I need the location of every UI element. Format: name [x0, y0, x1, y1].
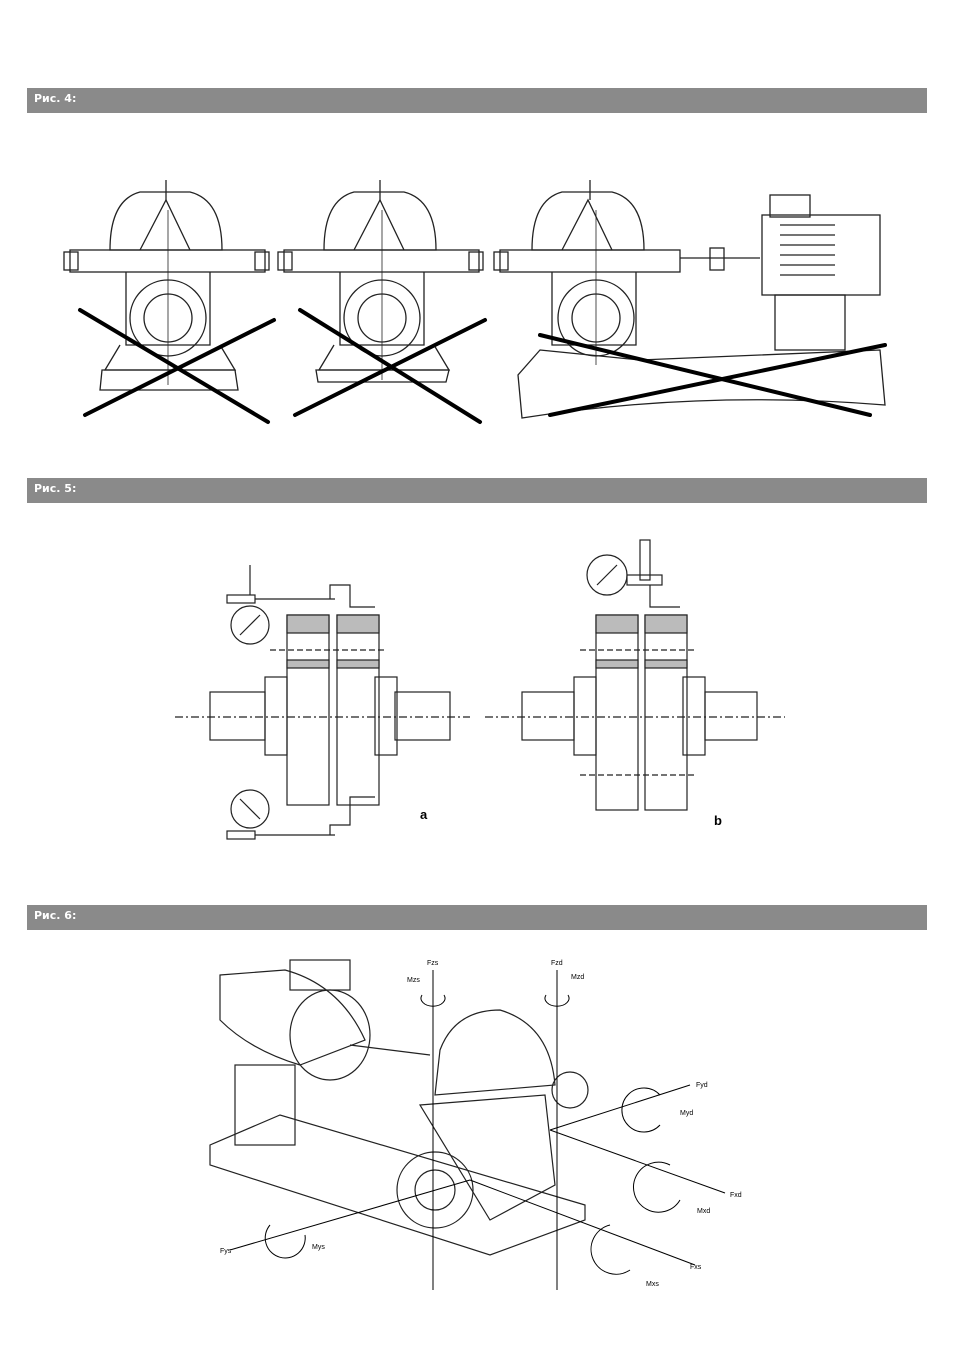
cross-mark-1 — [78, 308, 276, 424]
label-fxd: Fxd — [730, 1192, 742, 1199]
baseplate-drawing — [209, 1114, 586, 1256]
cross-mark-3 — [538, 333, 887, 417]
figure-6-forces-moments: Fzs Mzs Fzd Mzd Fyd Myd Fxd Mxd Fxs Mxs … — [209, 959, 742, 1290]
pump-drawing-2 — [277, 180, 484, 383]
pump-drawing-1 — [63, 180, 270, 391]
pump-motor-drawing-3 — [493, 180, 886, 419]
alignment-diagram-a — [175, 565, 470, 840]
section-header-fig5: Рис. 5: — [27, 478, 927, 503]
label-a: a — [420, 807, 428, 822]
label-fys: Fys — [220, 1248, 232, 1255]
label-fyd: Fyd — [696, 1082, 708, 1089]
figure-4-incorrect-installations — [63, 180, 887, 424]
label-mxd: Mxd — [697, 1208, 710, 1215]
cross-mark-2 — [293, 308, 487, 424]
figure-5-coupling-alignment: a b — [175, 539, 785, 840]
alignment-diagram-b — [485, 539, 785, 811]
motor-drawing — [219, 959, 431, 1146]
label-mzd: Mzd — [571, 974, 584, 981]
pump-drawing — [396, 1009, 589, 1229]
label-mzs: Mzs — [407, 977, 420, 984]
section-header-fig4: Рис. 4: — [27, 88, 927, 113]
label-fxs: Fxs — [690, 1264, 702, 1271]
section-label: Рис. 4: — [34, 92, 77, 105]
section-label: Рис. 6: — [34, 909, 77, 922]
label-mys: Mys — [312, 1244, 325, 1251]
section-label: Рис. 5: — [34, 482, 77, 495]
label-fzs: Fzs — [427, 960, 439, 967]
section-header-fig6: Рис. 6: — [27, 905, 927, 930]
label-fzd: Fzd — [551, 960, 563, 967]
label-mxs: Mxs — [646, 1281, 659, 1288]
label-b: b — [714, 813, 722, 828]
label-myd: Myd — [680, 1110, 693, 1117]
